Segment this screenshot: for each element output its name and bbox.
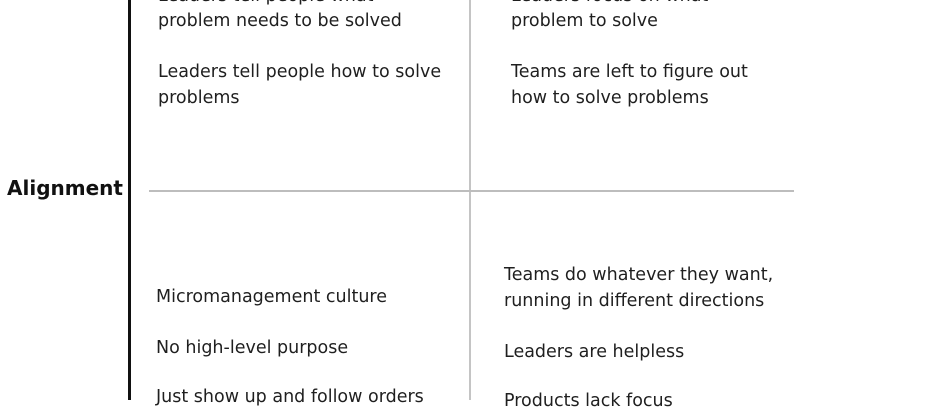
alignment-autonomy-matrix: Alignment Leaders tell people what probl… [7,0,794,411]
alignment-axis-line [128,0,131,400]
top-left-line-3: Leaders tell people how to solve [158,62,442,82]
top-right-line-1: Leaders focus on what [511,0,708,9]
top-right-line-2: problem to solve [511,11,658,31]
bottom-right-line-3: Leaders are helpless [504,342,685,362]
bottom-right-line-4: Products lack focus [504,391,673,411]
quadrant-divider-horizontal [149,190,794,192]
top-left-line-2: problem needs to be solved [158,11,402,31]
bottom-right-line-1: Teams do whatever they want, [504,265,774,285]
quadrant-divider-vertical [469,0,471,400]
top-left-line-4: problems [158,88,240,108]
bottom-left-line-1: Micromanagement culture [156,287,387,307]
bottom-left-line-2: No high-level purpose [156,338,349,358]
bottom-left-line-3: Just show up and follow orders [156,387,424,407]
bottom-right-line-2: running in different directions [504,291,765,311]
top-right-line-3: Teams are left to figure out [511,62,748,82]
alignment-axis-label: Alignment [7,176,123,200]
top-left-line-1: Leaders tell people what [158,0,373,9]
top-right-line-4: how to solve problems [511,88,709,108]
